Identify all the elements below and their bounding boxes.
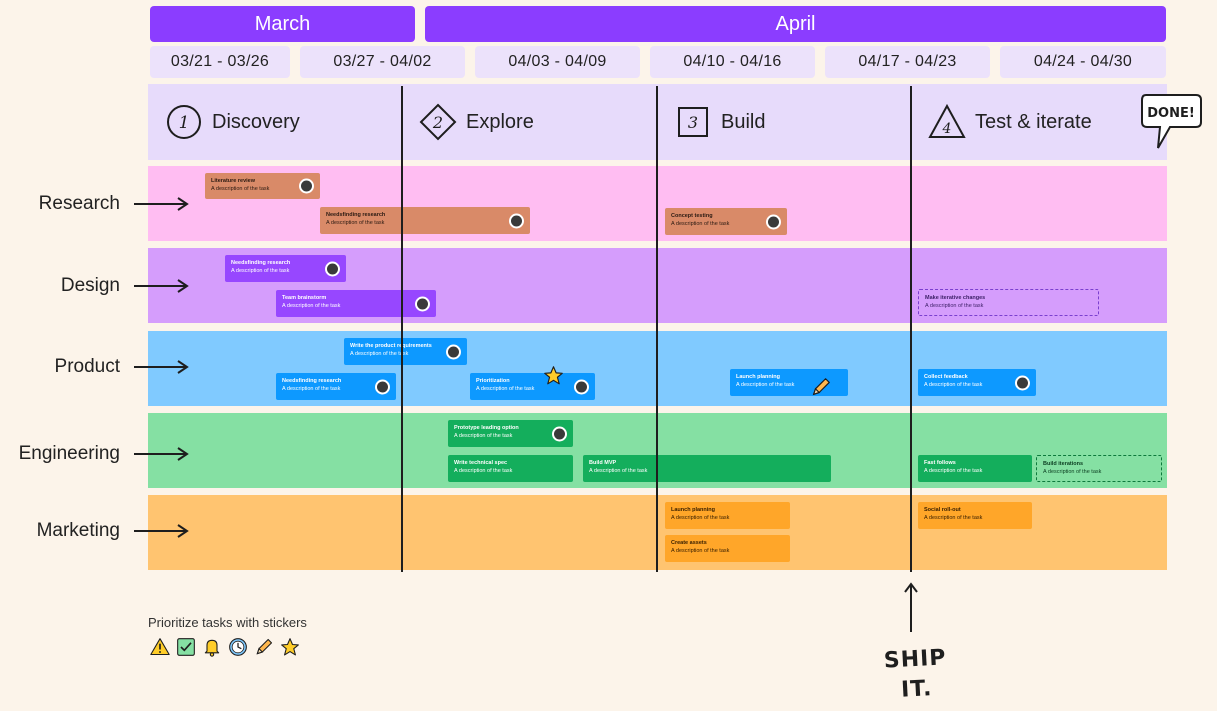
week-2: 03/27 - 04/02 (300, 46, 465, 78)
triangle-number-icon: 4 (929, 104, 965, 140)
arrow-right-icon (132, 447, 190, 461)
avatar (552, 426, 567, 441)
lane-label-engineering: Engineering (0, 440, 190, 468)
arrow-right-icon (132, 197, 190, 211)
lane-label-product: Product (0, 353, 190, 381)
month-march: March (150, 6, 415, 42)
arrow-right-icon (132, 524, 190, 538)
lane-label-research: Research (0, 190, 190, 218)
lane-label-marketing: Marketing (0, 517, 190, 545)
avatar (325, 261, 340, 276)
phase-label: Build (721, 111, 765, 134)
avatar (446, 344, 461, 359)
avatar (1015, 375, 1030, 390)
phase-label: Discovery (212, 111, 300, 134)
svg-text:4: 4 (942, 121, 952, 137)
bell-sticker-icon[interactable] (202, 636, 222, 658)
warning-sticker-icon[interactable] (150, 636, 170, 658)
phase-discovery: 1 Discovery (148, 84, 402, 160)
week-6: 04/24 - 04/30 (1000, 46, 1166, 78)
svg-text:DONE!: DONE! (1147, 106, 1195, 121)
phase-divider (656, 86, 658, 572)
arrow-right-icon (132, 279, 190, 293)
svg-text:1: 1 (179, 113, 190, 133)
phase-build: 3 Build (657, 84, 911, 160)
svg-text:2: 2 (432, 113, 443, 132)
week-3: 04/03 - 04/09 (475, 46, 640, 78)
month-april: April (425, 6, 1166, 42)
week-4: 04/10 - 04/16 (650, 46, 815, 78)
circle-number-icon: 1 (166, 104, 202, 140)
lane-label-design: Design (0, 272, 190, 300)
star-sticker-icon[interactable] (543, 365, 564, 386)
pencil-sticker-icon[interactable] (254, 636, 274, 658)
star-sticker-icon[interactable] (280, 636, 300, 658)
phase-label: Test & iterate (975, 111, 1092, 134)
checkbox-sticker-icon[interactable] (176, 636, 196, 658)
avatar (375, 379, 390, 394)
arrow-right-icon (132, 360, 190, 374)
sticker-palette (150, 636, 300, 658)
phase-explore: 2 Explore (402, 84, 657, 160)
phase-divider (401, 86, 403, 572)
avatar (574, 379, 589, 394)
avatar (299, 179, 314, 194)
phase-divider (910, 86, 912, 572)
clock-sticker-icon[interactable] (228, 636, 248, 658)
stickers-title: Prioritize tasks with stickers (148, 615, 307, 630)
week-1: 03/21 - 03/26 (150, 46, 290, 78)
done-speech-bubble: DONE! (1140, 92, 1204, 157)
avatar (415, 296, 430, 311)
ship-it-note: SHIP IT. (882, 643, 949, 706)
week-5: 04/17 - 04/23 (825, 46, 990, 78)
diamond-number-icon: 2 (420, 104, 456, 140)
arrow-up-icon (903, 582, 919, 634)
phase-label: Explore (466, 111, 534, 134)
svg-text:3: 3 (688, 113, 698, 132)
avatar (509, 213, 524, 228)
avatar (766, 214, 781, 229)
pencil-sticker-icon[interactable] (810, 376, 832, 398)
phase-test: 4 Test & iterate (911, 84, 1167, 160)
square-number-icon: 3 (675, 104, 711, 140)
